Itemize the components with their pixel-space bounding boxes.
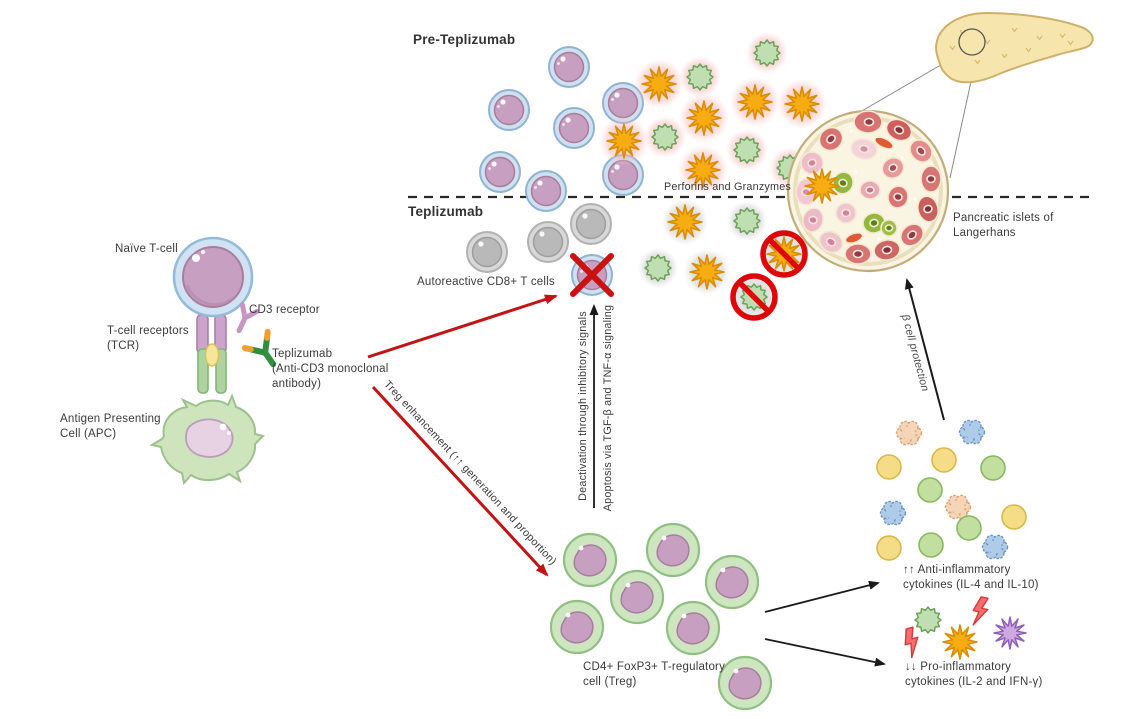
pro-inflammatory-label: ↓↓ Pro-inflammatory cytokines (IL-2 and …	[905, 661, 1043, 688]
pancreatic-islets-label: Pancreatic islets of Langerhans	[953, 212, 1054, 239]
pro-inflammatory-cytokines-cluster	[900, 595, 1027, 660]
naive-tcell-label: Naïve T-cell	[115, 243, 178, 255]
anti-inflammatory-cytokines-cluster	[876, 419, 1027, 561]
autoreactive-cd8-label: Autoreactive CD8+ T cells	[417, 276, 555, 288]
cd3-receptor-icon	[236, 302, 260, 334]
treg-enhancement-red-arrow	[371, 385, 549, 577]
apoptotic-cd8-cell-icon	[572, 255, 612, 295]
perforins-granzymes-label: Perforins and Granzymes	[664, 181, 792, 193]
anti-inflammatory-label: ↑↑ Anti-inflammatory cytokines (IL-4 and…	[903, 564, 1039, 591]
pancreas-icon	[935, 11, 1094, 84]
pro-inflammatory-arrow	[764, 638, 886, 667]
perforins-granzymes-post	[638, 199, 767, 295]
anti-inflammatory-arrow	[764, 580, 880, 613]
teplizumab-antibody-icon	[241, 328, 277, 368]
perforins-granzymes-pre	[599, 32, 827, 195]
blocked-perforin-icon	[760, 230, 808, 278]
teplizumab-antibody-label: Teplizumab (Anti-CD3 monoclonal antibody…	[272, 348, 389, 390]
pre-teplizumab-title: Pre-Teplizumab	[413, 32, 516, 47]
apc-cell-icon	[149, 393, 265, 486]
deactivation-red-arrow	[367, 294, 558, 359]
cd3-receptor-label: CD3 receptor	[249, 304, 320, 316]
tcr-complex-icon	[196, 305, 227, 394]
naive-tcell-icon	[172, 236, 254, 318]
apc-label: Antigen Presenting Cell (APC)	[60, 413, 161, 440]
pancreatic-islet-icon	[786, 109, 950, 273]
treg-cell-label: CD4+ FoxP3+ T-regulatory cell (Treg)	[583, 661, 726, 688]
blocked-granzyme-icon	[730, 273, 778, 321]
magnifier-circle-icon	[958, 28, 986, 56]
beta-cell-protection-arrow	[904, 278, 945, 421]
deactivation-arrow-label: Deactivation through inhibitory signals	[576, 311, 589, 501]
teplizumab-title: Teplizumab	[408, 204, 484, 219]
apoptosis-arrow-label: Apoptosis via TGF-β and TNF-α signaling	[601, 304, 614, 512]
tcr-label: T-cell receptors (TCR)	[107, 325, 189, 352]
